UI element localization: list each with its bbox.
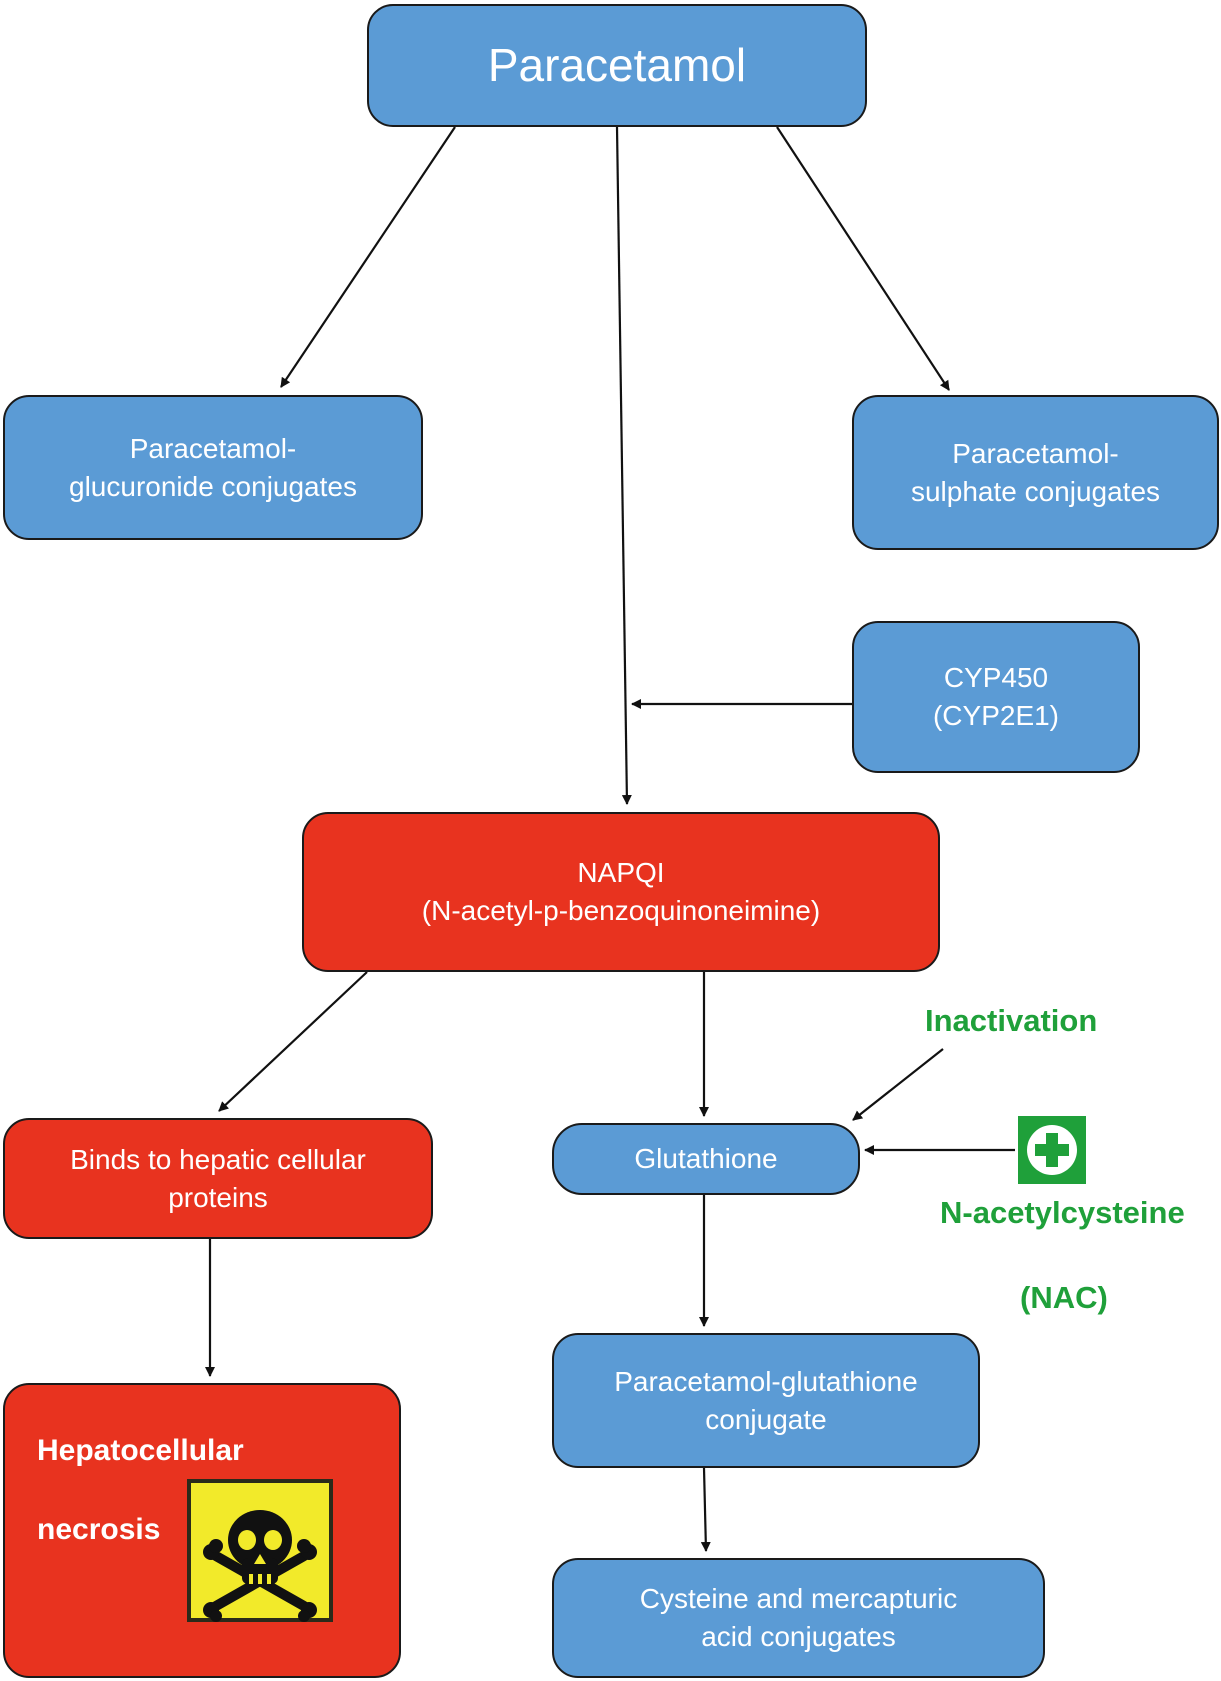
node-sulphate-conjugates: Paracetamol- sulphate conjugates (852, 395, 1219, 550)
node-cyp450: CYP450 (CYP2E1) (852, 621, 1140, 773)
node-paracetamol: Paracetamol (367, 4, 867, 127)
node-napqi-line2: (N-acetyl-p-benzoquinoneimine) (421, 895, 821, 926)
node-hepatocellular-necrosis: Hepatocellular necrosis (3, 1383, 401, 1678)
node-paracetamol-label: Paracetamol (487, 39, 747, 92)
node-glutathione: Glutathione (552, 1123, 860, 1195)
node-pgc-line1: Paracetamol-glutathione (614, 1365, 918, 1397)
node-necrosis-line1: Hepatocellular (37, 1434, 244, 1467)
arrow-pgc-to-cysteine (700, 1467, 711, 1552)
node-cyp-line2: (CYP2E1) (932, 700, 1060, 731)
node-paracetamol-glutathione-conjugate: Paracetamol-glutathione conjugate (552, 1333, 980, 1468)
inactivation-label: Inactivation (925, 1003, 1098, 1038)
arrow-paracetamol-to-napqi (615, 126, 632, 805)
nac-abbreviation-label: (NAC) (1020, 1280, 1108, 1315)
green-plus-icon (1018, 1116, 1086, 1184)
node-binds-hepatic-proteins: Binds to hepatic cellular proteins (3, 1118, 433, 1239)
node-glucuronide-line2: glucuronide conjugates (69, 470, 357, 502)
arrow-paracetamol-to-glucuronide (280, 126, 456, 388)
skull-crossbones-hazard-icon (187, 1479, 333, 1622)
node-binds-line1: Binds to hepatic cellular (70, 1143, 366, 1175)
node-glucuronide-line1: Paracetamol- (129, 432, 297, 464)
node-glucuronide-conjugates: Paracetamol- glucuronide conjugates (3, 395, 423, 540)
node-napqi: NAPQI (N-acetyl-p-benzoquinoneimine) (302, 812, 940, 972)
node-glutathione-label: Glutathione (634, 1143, 778, 1175)
node-cyp-line1: CYP450 (943, 662, 1049, 694)
node-cysteine-mercapturic-conjugates: Cysteine and mercapturic acid conjugates (552, 1558, 1045, 1678)
node-binds-line2: proteins (168, 1181, 268, 1213)
node-necrosis-line2: necrosis (37, 1513, 161, 1546)
node-napqi-line1: NAPQI (577, 857, 665, 889)
node-cysteine-line2: acid conjugates (701, 1621, 896, 1652)
node-pgc-line2: conjugate (705, 1403, 827, 1435)
arrow-inactivation-to-glutathione (852, 1048, 944, 1121)
arrow-paracetamol-to-sulphate (776, 126, 950, 391)
nac-name-label: N-acetylcysteine (940, 1195, 1185, 1230)
node-sulphate-line2: sulphate conjugates (910, 475, 1161, 507)
node-cysteine-line1: Cysteine and mercapturic (639, 1583, 958, 1615)
node-sulphate-line1: Paracetamol- (952, 437, 1119, 469)
arrow-napqi-to-binds (218, 971, 368, 1112)
